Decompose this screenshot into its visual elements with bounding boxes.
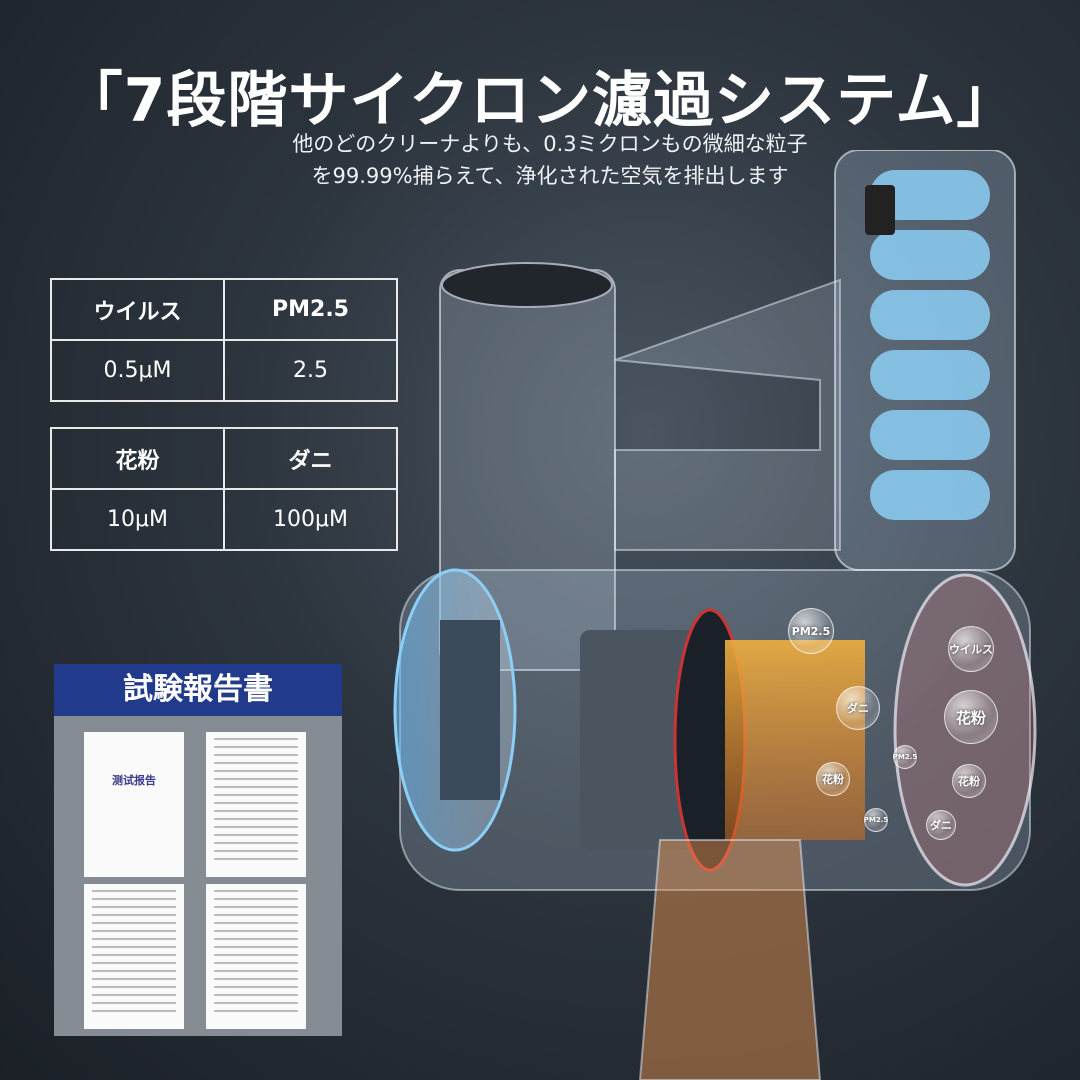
header-pm25: PM2.5 [223,278,398,341]
report-document [84,884,184,1029]
report-document [206,732,306,877]
vacuum-illustration [393,150,1037,1080]
report-document-cover: 测试报告 [84,732,184,877]
header-pollen: 花粉 [50,427,225,490]
test-report-panel: 試験報告書 测试报告 [54,664,342,1036]
value-mite: 100μM [223,488,398,551]
particle-bubble: 花粉 [952,764,986,798]
value-pollen: 10μM [50,488,225,551]
page-title: 「7段階サイクロン濾過システム」 [62,66,1018,136]
header-mite: ダニ [223,427,398,490]
particle-bubble: 花粉 [816,762,850,796]
particle-bubble: ダニ [926,810,956,840]
subtitle: 他のどのクリーナよりも、0.3ミクロンもの微細な粒子 を99.99%捕らえて、浄… [292,132,808,188]
particle-bubble: PM2.5 [893,745,917,769]
header-virus: ウイルス [50,278,225,341]
particle-bubble: ウイルス [948,626,994,672]
particle-bubble: PM2.5 [788,608,834,654]
report-document [206,884,306,1029]
particle-bubble: PM2.5 [864,808,888,832]
value-pm25: 2.5 [223,339,398,402]
particle-bubble: ダニ [836,686,880,730]
report-title: 試験報告書 [54,664,342,716]
value-virus: 0.5μM [50,339,225,402]
particle-bubble: 花粉 [944,690,998,744]
